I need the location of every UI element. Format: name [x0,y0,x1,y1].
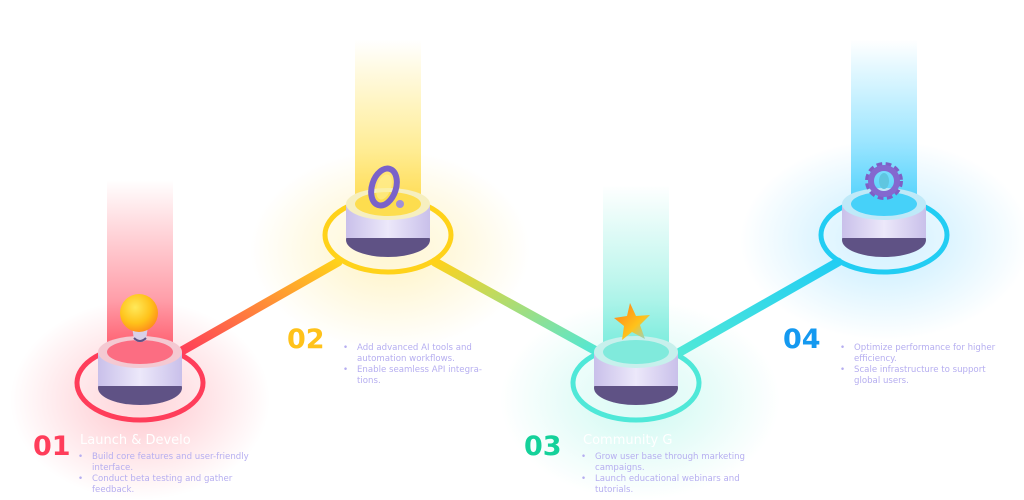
list-item: Add advanced AI tools and automation wor… [339,343,489,365]
step-2-platform [346,188,430,257]
step-1-number: 01 [33,431,71,462]
list-item: Scale infrastructure to support global u… [836,365,996,387]
step-4-platform [842,188,926,257]
step-3-title: Community G [583,433,673,448]
list-item: Build core features and user-friendly in… [74,452,264,474]
step-2-number: 02 [287,324,325,355]
list-item: Grow user base through marketing campaig… [577,452,767,474]
step-4-number: 04 [783,324,821,355]
list-item: Conduct beta testing and gather feedback… [74,474,264,496]
step-1-platform [98,336,182,405]
step-4-bullets: Optimize performance for higher efficien… [836,343,996,387]
step-3-bullets: Grow user base through marketing campaig… [577,452,767,496]
step-1-title: Launch & Develo [80,433,191,448]
list-item: Enable seamless API integra-tions. [339,365,489,387]
step-2-bullets: Add advanced AI tools and automation wor… [339,343,489,387]
connector-1-2 [175,257,343,357]
list-item: Optimize performance for higher efficien… [836,343,996,365]
gear-icon [865,162,903,200]
step-3-platform [594,336,678,405]
connector-2-3 [430,257,603,357]
connector-3-4 [675,257,843,357]
step-3-number: 03 [524,431,562,462]
star-icon [614,303,650,340]
magnifier-icon [368,165,404,209]
step-1-bullets: Build core features and user-friendly in… [74,452,264,496]
list-item: Launch educational webinars and tutorial… [577,474,767,496]
lightbulb-icon [120,294,158,342]
